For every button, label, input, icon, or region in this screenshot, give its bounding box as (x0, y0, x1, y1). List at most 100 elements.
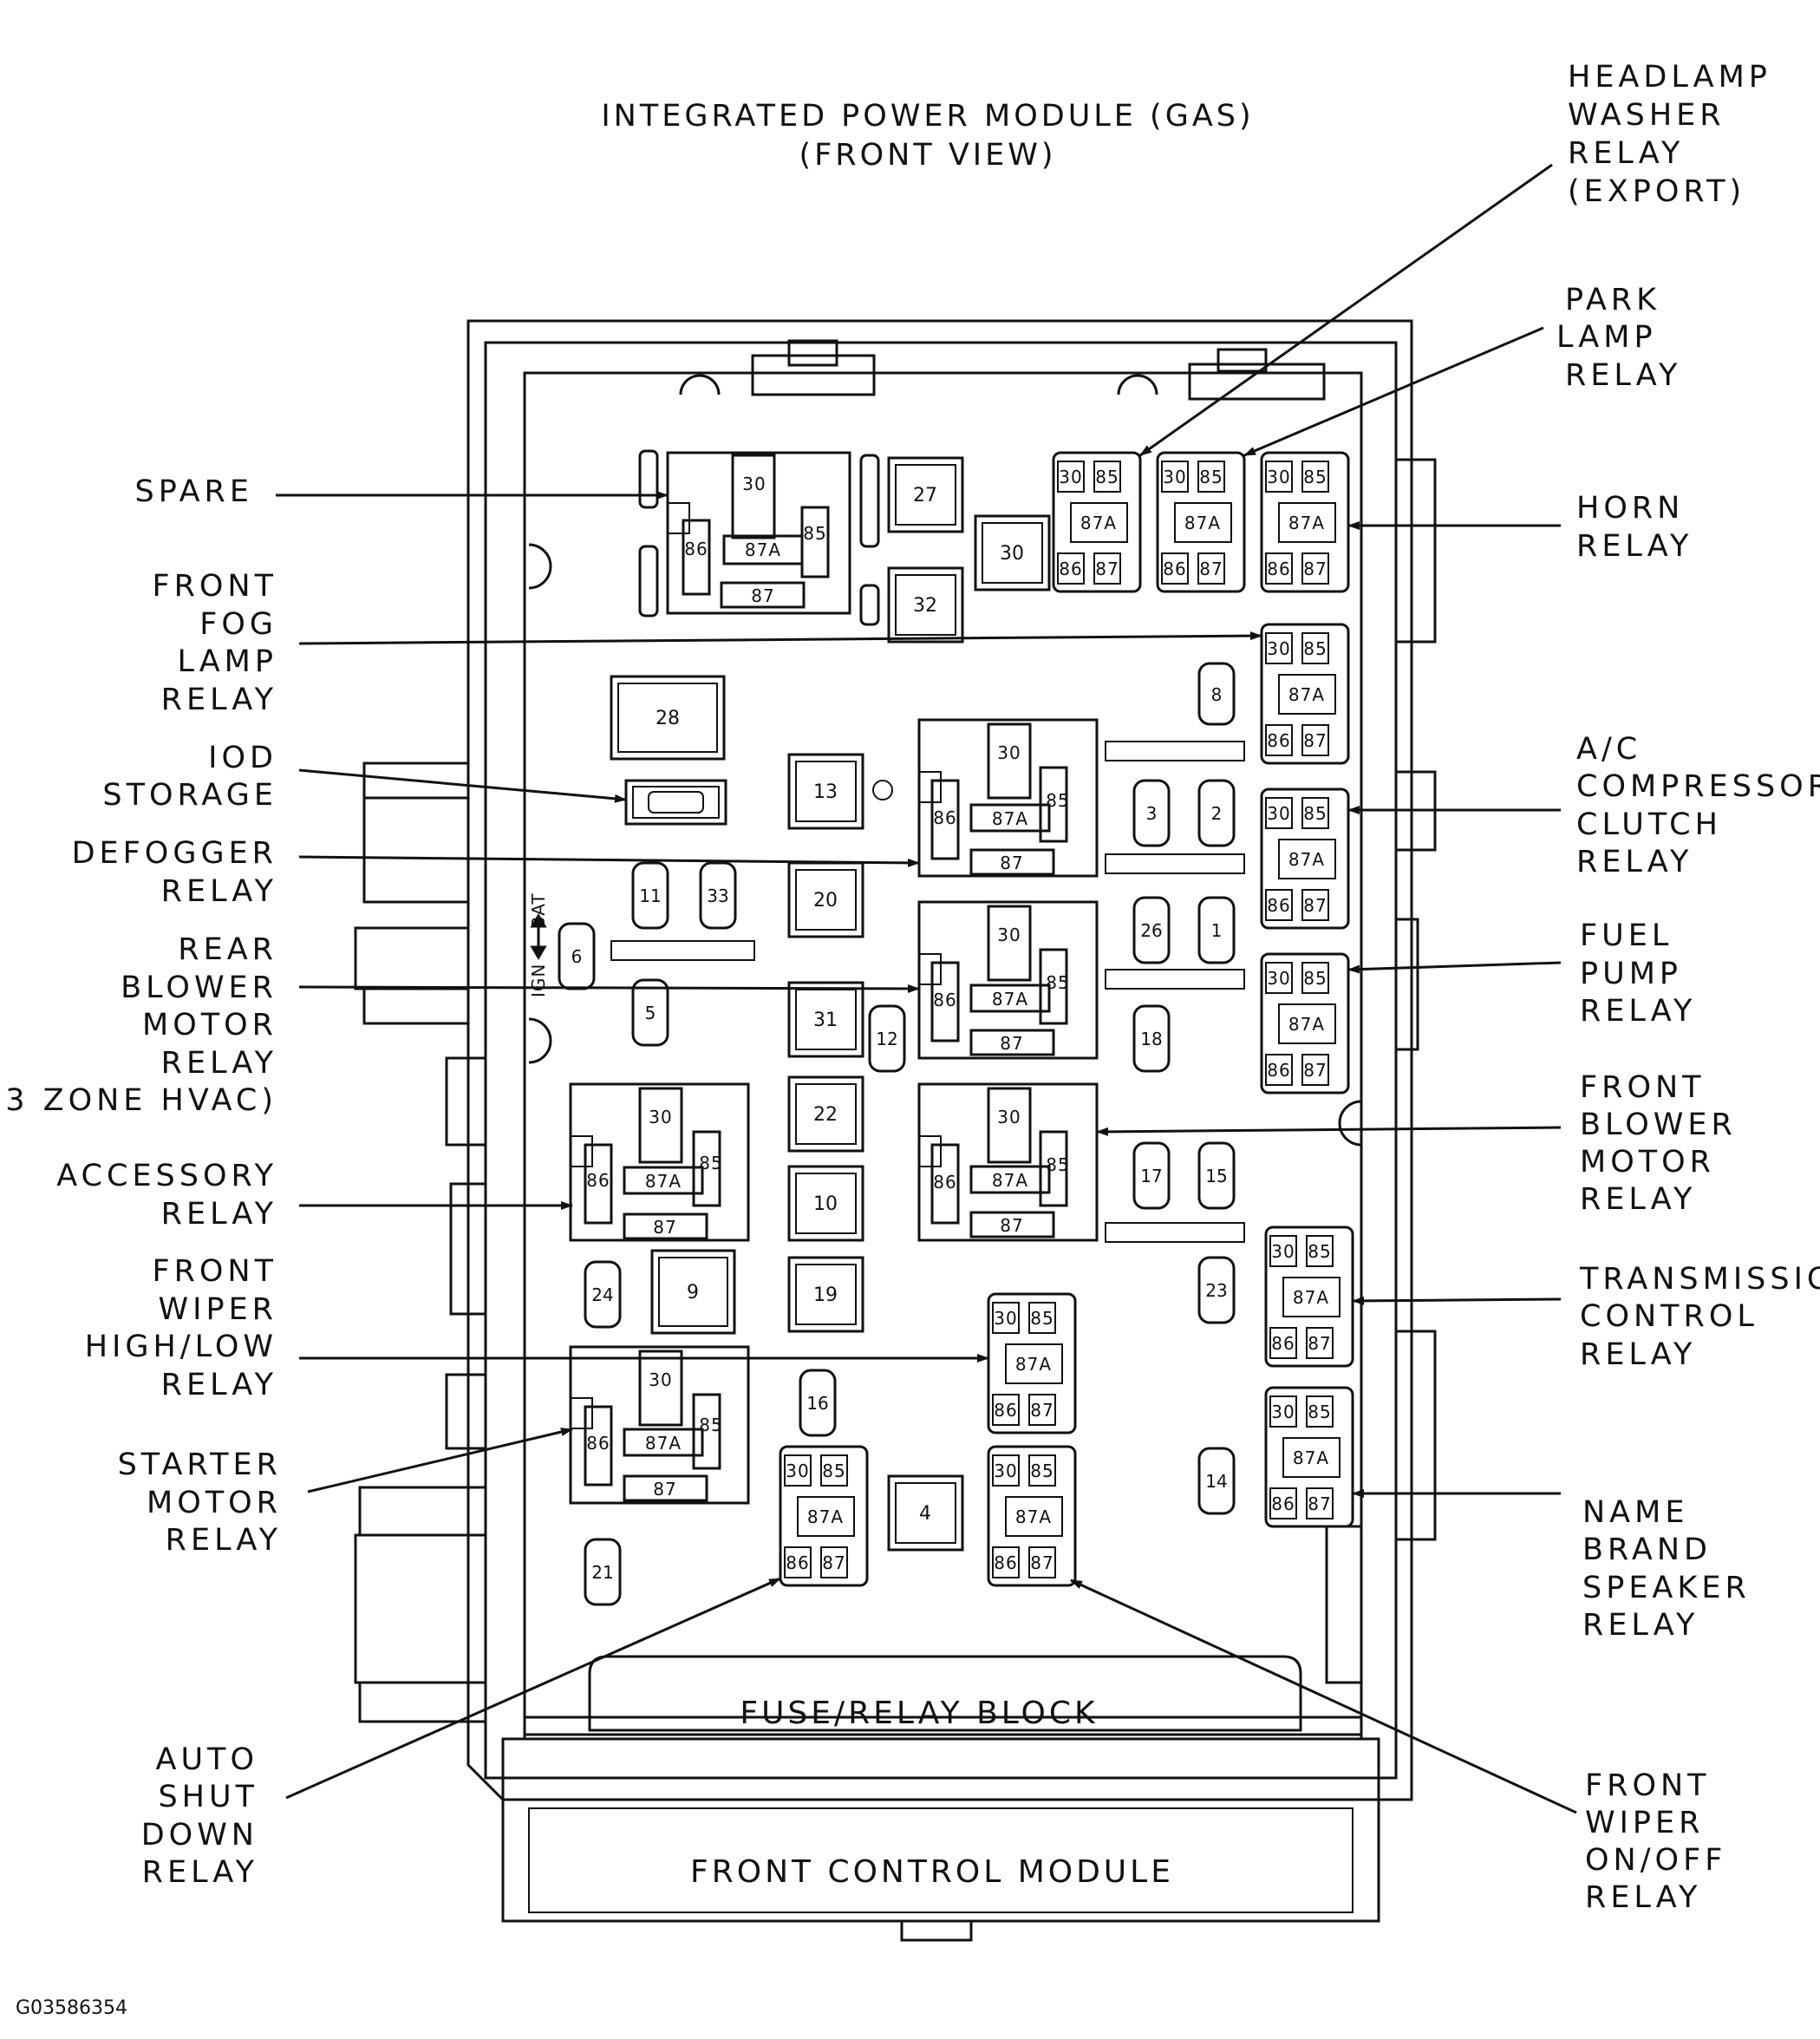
callout-front-blower-4: RELAY (1580, 1182, 1696, 1217)
asd-terminal-85: 85 (822, 1461, 845, 1481)
arrow-front-blower (1096, 1126, 1562, 1136)
starter-relay-terminal-87: 87 (653, 1479, 676, 1500)
wiper-on-off-terminal-86: 86 (994, 1552, 1017, 1573)
arrow-wiper-on-off (1070, 1578, 1577, 1814)
fuse-rail-5 (610, 940, 755, 961)
callout-speaker-2: BRAND (1582, 1533, 1712, 1567)
iod-storage-slot (624, 779, 727, 826)
defogger-relay-terminal-86: 86 (933, 807, 956, 828)
front-blower-relay-terminal-87a: 87A (992, 1170, 1028, 1191)
mini-fuse-26 (1132, 896, 1171, 964)
callout-park-lamp-2: LAMP (1556, 320, 1657, 355)
large-relay-starter (569, 1345, 750, 1505)
callout-iod-storage-1: IOD (208, 741, 277, 775)
accessory-relay-terminal-87: 87 (653, 1217, 676, 1238)
mini-fuse-18 (1132, 1004, 1171, 1073)
fuse-rail-3 (1105, 969, 1245, 990)
callout-rear-blower-3: MOTOR (142, 1008, 277, 1042)
callout-ac-clutch-2: COMPRESSOR (1576, 769, 1820, 804)
cartridge-fuse-19 (787, 1256, 864, 1333)
wiper-on-off-terminal-30: 30 (994, 1461, 1017, 1481)
fog-lamp-terminal-87a: 87A (1288, 684, 1325, 705)
callout-speaker-1: NAME (1582, 1495, 1688, 1530)
arrow-starter (307, 1428, 573, 1493)
speaker-terminal-85: 85 (1308, 1402, 1331, 1422)
rear-blower-relay-terminal-85: 85 (1046, 972, 1069, 993)
spare-slot-left-bottom (638, 545, 659, 618)
callout-wiper-on-off-2: WIPER (1585, 1806, 1704, 1840)
fuse-22-label: 22 (813, 1104, 838, 1126)
mini-fuse-17 (1132, 1141, 1171, 1210)
front-blower-relay-terminal-85: 85 (1046, 1154, 1069, 1175)
fuse-30-label: 30 (1000, 543, 1024, 565)
cartridge-fuse-22 (787, 1075, 864, 1153)
arrow-transmission (1352, 1296, 1562, 1305)
cartridge-fuse-13 (787, 753, 864, 830)
mini-fuse-21 (584, 1538, 622, 1606)
large-relay-front-blower (917, 1082, 1099, 1242)
fuse-20-label: 20 (813, 890, 838, 912)
callout-wiper-on-off-1: FRONT (1585, 1768, 1711, 1803)
diagram-subtitle: (FRONT VIEW) (799, 138, 1057, 173)
fuse-4-label: 4 (919, 1503, 931, 1525)
accessory-relay-terminal-30: 30 (649, 1107, 672, 1127)
callout-ac-clutch-1: A/C (1576, 732, 1641, 767)
module-hole (872, 780, 893, 801)
micro-relay-fuel-pump (1260, 952, 1350, 1095)
mini-fuse-24-label: 24 (591, 1284, 613, 1305)
ign-label: IGN (528, 964, 549, 997)
headlamp-washer-terminal-86: 86 (1059, 559, 1082, 579)
mini-fuse-1 (1197, 896, 1236, 964)
headlamp-washer-terminal-30: 30 (1059, 467, 1082, 487)
mini-fuse-1-label: 1 (1211, 920, 1223, 941)
transmission-terminal-87: 87 (1308, 1333, 1331, 1354)
callout-wiper-on-off-4: RELAY (1585, 1880, 1701, 1915)
callout-asd-1: AUTO (156, 1742, 259, 1777)
transmission-terminal-30: 30 (1271, 1241, 1295, 1262)
mini-fuse-15-label: 15 (1205, 1166, 1227, 1186)
callout-wiper-high-low-4: RELAY (161, 1368, 277, 1402)
horn-terminal-87: 87 (1303, 559, 1327, 579)
speaker-terminal-87a: 87A (1293, 1448, 1329, 1468)
wiper-high-low-terminal-86: 86 (994, 1400, 1017, 1421)
cartridge-fuse-28 (610, 675, 726, 761)
mini-fuse-3-label: 3 (1146, 803, 1158, 824)
cartridge-fuse-9 (650, 1249, 736, 1335)
front-blower-relay-terminal-86: 86 (933, 1172, 956, 1193)
spare-slot-right-bottom (859, 584, 880, 626)
asd-terminal-87: 87 (822, 1552, 845, 1573)
callout-front-blower-3: MOTOR (1580, 1145, 1715, 1180)
ac-clutch-terminal-87a: 87A (1288, 849, 1325, 870)
arrow-park-lamp (1243, 326, 1544, 457)
arrow-front-fog-lamp (298, 631, 1262, 645)
micro-relay-front-wiper-on-off (987, 1445, 1077, 1587)
callout-transmission-2: CONTROL (1580, 1299, 1758, 1334)
callout-asd-3: DOWN (141, 1818, 258, 1853)
mini-fuse-12 (868, 1004, 906, 1073)
arrow-headlamp-washer (1139, 163, 1553, 457)
micro-relay-transmission-control (1264, 1225, 1354, 1368)
park-lamp-terminal-87: 87 (1199, 559, 1223, 579)
callout-fuel-pump-1: FUEL (1580, 918, 1673, 953)
callout-spare: SPARE (135, 474, 253, 509)
mini-fuse-5-label: 5 (645, 1003, 656, 1023)
defogger-relay-terminal-87a: 87A (992, 808, 1028, 829)
starter-relay-terminal-87a: 87A (645, 1433, 682, 1454)
transmission-terminal-86: 86 (1271, 1333, 1295, 1354)
fuse-rail-4 (1105, 1222, 1245, 1243)
fog-lamp-terminal-30: 30 (1267, 638, 1290, 659)
fog-lamp-terminal-87: 87 (1303, 730, 1327, 751)
rear-blower-relay-terminal-30: 30 (997, 925, 1021, 945)
defogger-relay-terminal-87: 87 (1000, 853, 1023, 873)
image-code: G03586354 (16, 1997, 127, 2019)
fuse-32-label: 32 (913, 595, 937, 617)
callout-asd-4: RELAY (142, 1855, 258, 1890)
callout-wiper-high-low-3: HIGH/LOW (85, 1330, 277, 1364)
fuse-rail-2 (1105, 853, 1245, 874)
wiper-on-off-terminal-87a: 87A (1015, 1506, 1052, 1527)
fog-lamp-terminal-85: 85 (1303, 638, 1327, 659)
micro-relay-auto-shut-down (779, 1445, 869, 1587)
ac-clutch-terminal-86: 86 (1267, 895, 1290, 916)
mini-fuse-16-label: 16 (806, 1393, 828, 1414)
speaker-terminal-87: 87 (1308, 1493, 1331, 1514)
